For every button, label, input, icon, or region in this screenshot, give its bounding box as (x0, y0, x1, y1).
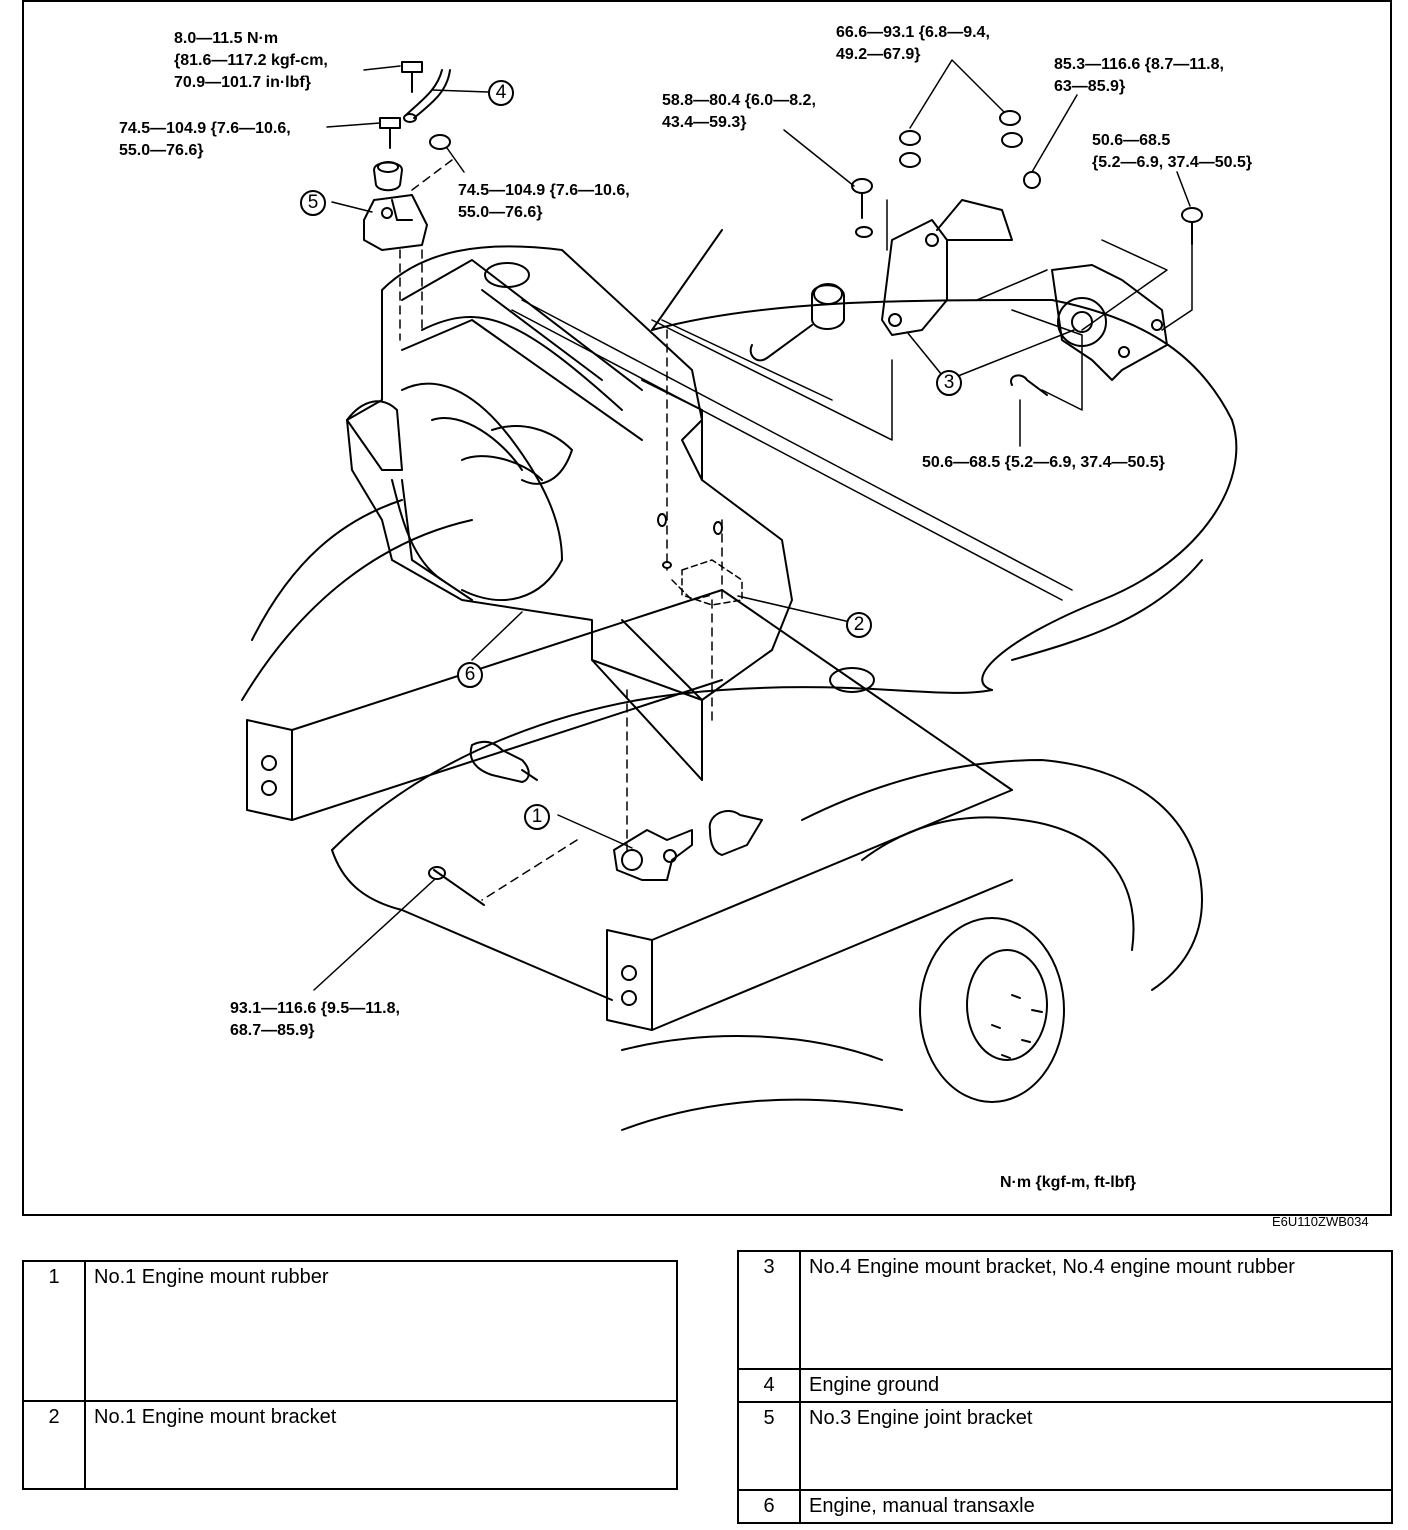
legend-row: 5 No.3 Engine joint bracket (737, 1401, 1393, 1491)
torque-line: 85.3—116.6 {8.7—11.8, (1054, 56, 1224, 73)
torque-label-no3-bolt: 74.5—104.9 {7.6—10.6, 55.0—76.6} (119, 118, 291, 162)
vehicle-body-outline (241, 229, 1238, 1131)
torque-line: 55.0—76.6} (458, 204, 543, 221)
front-crossmember (246, 589, 1013, 1031)
legend-text: Engine ground (799, 1368, 1393, 1403)
legend-text: No.1 Engine mount bracket (84, 1400, 678, 1490)
assembly-guide-lines (399, 159, 723, 901)
torque-line: 66.6—93.1 {6.8—9.4, (836, 24, 990, 41)
torque-line: 49.2—67.9} (836, 46, 921, 63)
legend-number: 1 (22, 1260, 86, 1402)
no4-engine-mount-bracket-and-rubber (811, 199, 1168, 381)
legend-number: 5 (737, 1401, 801, 1491)
legend-row: 6 Engine, manual transaxle (737, 1489, 1393, 1524)
torque-label-no4-left-bolt: 58.8—80.4 {6.0—8.2, 43.4—59.3} (662, 90, 816, 134)
legend-row: 4 Engine ground (737, 1368, 1393, 1403)
no3-engine-joint-bracket (363, 161, 428, 251)
exploded-view-illustration (241, 59, 1238, 1131)
callout-3: 3 (936, 370, 962, 396)
figure-code: E6U110ZWB034 (1272, 1214, 1369, 1229)
torque-line: 63—85.9} (1054, 78, 1126, 95)
torque-label-no4-lower-bolt: 50.6—68.5 {5.2—6.9, 37.4—50.5} (922, 452, 1165, 474)
leader-lines (313, 59, 1191, 991)
legend-number: 4 (737, 1368, 801, 1403)
torque-label-no4-right-bolt: 50.6—68.5 {5.2—6.9, 37.4—50.5} (1092, 130, 1252, 174)
legend-table-left: 1 No.1 Engine mount rubber 2 No.1 Engine… (22, 1260, 678, 1490)
wheel-hub (919, 917, 1065, 1103)
callout-2: 2 (846, 612, 872, 638)
torque-line: 43.4—59.3} (662, 114, 747, 131)
callout-1: 1 (524, 804, 550, 830)
torque-line: 50.6—68.5 (1092, 132, 1171, 149)
torque-label-no1-through-bolt: 93.1—116.6 {9.5—11.8, 68.7—85.9} (230, 998, 400, 1042)
fasteners (379, 61, 1203, 906)
torque-label-ground-bolt: 8.0—11.5 N·m {81.6—117.2 kgf-cm, 70.9—10… (174, 28, 328, 94)
torque-line: 55.0—76.6} (119, 142, 204, 159)
legend-number: 6 (737, 1489, 801, 1524)
engine-block (346, 245, 1073, 781)
torque-line: 93.1—116.6 {9.5—11.8, (230, 1000, 400, 1017)
diagram-frame: 8.0—11.5 N·m {81.6—117.2 kgf-cm, 70.9—10… (22, 0, 1392, 1216)
legend-row: 2 No.1 Engine mount bracket (22, 1400, 678, 1490)
legend-text: No.4 Engine mount bracket, No.4 engine m… (799, 1250, 1393, 1370)
legend-table-right: 3 No.4 Engine mount bracket, No.4 engine… (737, 1250, 1393, 1524)
torque-line: 70.9—101.7 in·lbf} (174, 74, 311, 91)
legend-text: Engine, manual transaxle (799, 1489, 1393, 1524)
callout-4: 4 (488, 80, 514, 106)
no1-engine-mount-rubber (469, 740, 763, 881)
legend-number: 2 (22, 1400, 86, 1490)
callout-6: 6 (457, 662, 483, 688)
legend-text: No.3 Engine joint bracket (799, 1401, 1393, 1491)
legend-row: 3 No.4 Engine mount bracket, No.4 engine… (737, 1250, 1393, 1370)
torque-line: {5.2—6.9, 37.4—50.5} (1092, 154, 1253, 171)
torque-line: {81.6—117.2 kgf-cm, (174, 52, 328, 69)
engine-ground-wire (403, 69, 451, 123)
torque-label-no4-right-nut: 85.3—116.6 {8.7—11.8, 63—85.9} (1054, 54, 1224, 98)
torque-label-no4-top-nuts: 66.6—93.1 {6.8—9.4, 49.2—67.9} (836, 22, 990, 66)
torque-line: 74.5—104.9 {7.6—10.6, (119, 120, 291, 137)
unit-note: N·m {kgf-m, ft-lbf} (1000, 1174, 1136, 1191)
callout-5: 5 (300, 190, 326, 216)
torque-label-no3-nut: 74.5—104.9 {7.6—10.6, 55.0—76.6} (458, 180, 630, 224)
torque-line: 8.0—11.5 N·m (174, 30, 279, 47)
legend-text: No.1 Engine mount rubber (84, 1260, 678, 1402)
torque-line: 74.5—104.9 {7.6—10.6, (458, 182, 630, 199)
torque-line: 58.8—80.4 {6.0—8.2, (662, 92, 816, 109)
solid-guide-lines (651, 199, 1193, 441)
legend-number: 3 (737, 1250, 801, 1370)
torque-line: 68.7—85.9} (230, 1022, 315, 1039)
legend-row: 1 No.1 Engine mount rubber (22, 1260, 678, 1402)
torque-line: 50.6—68.5 {5.2—6.9, 37.4—50.5} (922, 454, 1165, 471)
no1-engine-mount-bracket (671, 559, 743, 606)
